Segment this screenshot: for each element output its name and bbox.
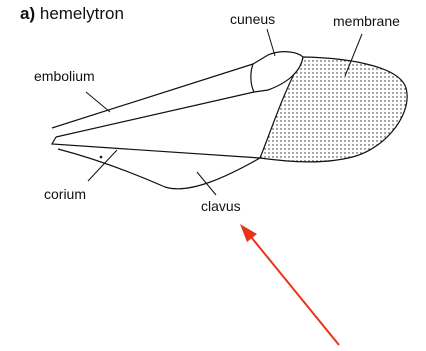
leader-embolium	[86, 92, 110, 112]
wing-outline	[52, 137, 260, 189]
pointer-arrow	[240, 224, 339, 345]
label-embolium: embolium	[34, 68, 95, 84]
leader-clavus	[197, 172, 216, 195]
leader-cuneus	[267, 29, 275, 56]
corium-dot	[100, 156, 103, 159]
label-membrane: membrane	[333, 13, 400, 29]
label-clavus: clavus	[201, 198, 241, 214]
label-corium: corium	[44, 186, 86, 202]
label-cuneus: cuneus	[230, 11, 275, 27]
